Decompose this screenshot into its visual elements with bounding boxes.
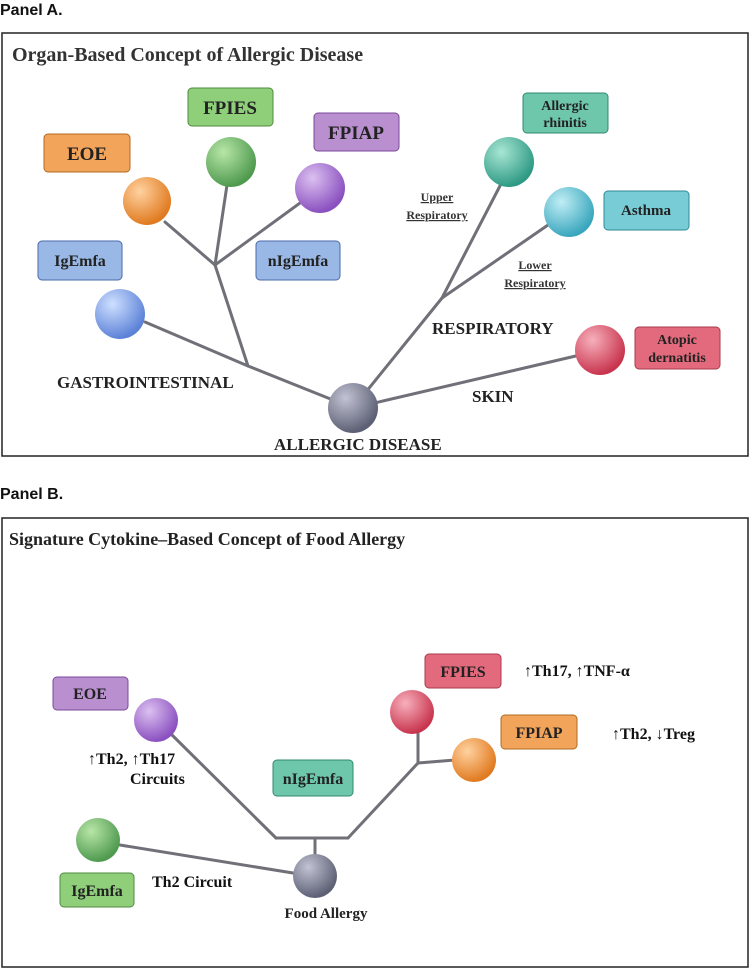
fpiap-node-b — [452, 738, 496, 782]
edge-resp-lower — [440, 223, 550, 300]
fpiap-label-b: FPIAP — [515, 725, 562, 742]
nigemfa-box-b — [272, 759, 354, 797]
igemfa-label-b: IgEmfa — [71, 883, 123, 900]
allergic-disease-root-node — [328, 383, 378, 433]
panel-a-frame — [1, 32, 749, 457]
igemfa-node-b — [76, 818, 120, 862]
fpiap-label-a: FPIAP — [328, 123, 384, 144]
allergic-rhinitis-box — [522, 92, 609, 134]
atopic-dermatitis-label-2: dernatitis — [648, 351, 706, 366]
upper-respiratory-label-1: Upper — [421, 190, 454, 204]
panel-b-label: Panel B. — [0, 486, 63, 503]
igemfa-node-a — [95, 289, 145, 339]
atopic-dermatitis-box — [634, 326, 721, 370]
edge-gi-junction — [213, 263, 250, 368]
panel-b-nodes — [76, 690, 496, 898]
eoe-box-a — [43, 133, 131, 173]
edge-right-fpiap — [416, 758, 457, 765]
allergic-disease-label: ALLERGIC DISEASE — [274, 435, 442, 454]
eoe-box-b — [52, 676, 129, 711]
edge-gi-igemfa — [143, 320, 250, 368]
lower-respiratory-label-1: Lower — [518, 258, 552, 272]
fpies-box-a — [187, 87, 274, 127]
panel-b-frame — [1, 517, 749, 968]
fpies-node-b — [390, 690, 434, 734]
panel-a-title: Organ-Based Concept of Allergic Disease — [12, 44, 363, 66]
th2-th17-annotation-line2: Circuits — [130, 771, 185, 788]
panel-b-labels: ↑Th17, ↑TNF-α ↑Th2, ↓Treg ↑Th2, ↑Th17 Ci… — [88, 663, 695, 922]
asthma-label: Asthma — [621, 203, 672, 219]
skin-label: SKIN — [472, 387, 514, 406]
lower-respiratory-label-2: Respiratory — [504, 276, 565, 290]
eoe-label-b: EOE — [73, 686, 107, 703]
nigemfa-box-a — [255, 240, 341, 281]
th2-treg-annotation: ↑Th2, ↓Treg — [612, 726, 695, 743]
respiratory-label: RESPIRATORY — [432, 319, 554, 338]
panel-a-nodes — [95, 137, 625, 433]
edge-root-skin — [351, 353, 582, 410]
panel-a-tree-edges — [143, 180, 582, 410]
fpiap-node-a — [295, 163, 345, 213]
panel-b-boxes: EOE FPIES FPIAP nIgEmfa IgEmfa — [52, 653, 578, 908]
fpies-label-a: FPIES — [203, 98, 257, 119]
allergic-rhinitis-label-2: rhinitis — [543, 116, 587, 131]
edge-junction-eoe — [163, 220, 217, 267]
edge-junction-fpiap — [213, 201, 302, 267]
fpies-label-b: FPIES — [440, 664, 485, 681]
allergic-rhinitis-node — [484, 137, 534, 187]
igemfa-label-a: IgEmfa — [54, 253, 106, 270]
nigemfa-label-a: nIgEmfa — [268, 253, 328, 270]
edge-resp-upper — [440, 180, 504, 300]
panel-a-boxes: IgEmfa EOE FPIES FPIAP nIgEmfa Allergic … — [37, 87, 721, 370]
panel-a-labels: GASTROINTESTINAL RESPIRATORY SKIN ALLERG… — [57, 190, 566, 454]
th2-circuit-annotation: Th2 Circuit — [152, 874, 233, 891]
eoe-node-a — [123, 177, 171, 225]
igemfa-box-b — [59, 872, 135, 908]
fpies-node-a — [206, 137, 256, 187]
atopic-dermatitis-node — [575, 325, 625, 375]
eoe-label-a: EOE — [67, 144, 107, 165]
th2-th17-annotation-line1: ↑Th2, ↑Th17 — [88, 751, 175, 768]
panel-a-label: Panel A. — [0, 2, 63, 19]
food-allergy-root-node — [293, 854, 337, 898]
igemfa-box-a — [37, 240, 123, 281]
asthma-node — [544, 187, 594, 237]
asthma-box — [603, 190, 690, 231]
food-allergy-label: Food Allergy — [285, 906, 368, 922]
edge-bracket-eoe — [168, 731, 278, 840]
fpiap-box-b — [500, 714, 578, 750]
fpies-box-b — [424, 653, 502, 689]
nigemfa-label-b: nIgEmfa — [283, 771, 343, 788]
th17-tnf-annotation: ↑Th17, ↑TNF-α — [524, 663, 630, 680]
atopic-dermatitis-label-1: Atopic — [657, 333, 697, 348]
edge-bracket-right — [346, 761, 420, 840]
gastrointestinal-label: GASTROINTESTINAL — [57, 373, 234, 392]
edge-root-igemfa — [118, 843, 295, 875]
panel-b-tree-edges — [118, 728, 457, 878]
allergic-rhinitis-label-1: Allergic — [541, 99, 588, 114]
panel-b-title: Signature Cytokine–Based Concept of Food… — [9, 529, 405, 549]
edge-junction-fpies — [213, 183, 229, 267]
eoe-node-b — [134, 698, 178, 742]
upper-respiratory-label-2: Respiratory — [406, 208, 467, 222]
fpiap-box-a — [313, 112, 400, 152]
